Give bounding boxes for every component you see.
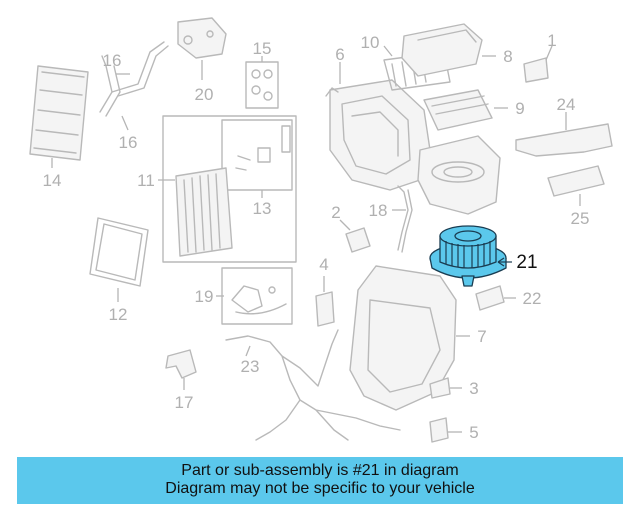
callout-21: 21 [516,252,537,273]
part-8-duct [401,23,496,77]
callout-5: 5 [469,423,478,442]
part-23-wiring-harness [225,329,401,441]
callout-10: 10 [361,33,380,52]
callout-16-lower: 16 [119,133,138,152]
part-10-duct-seal [383,45,451,91]
callout-25: 25 [571,209,590,228]
part-1-clip [523,45,553,83]
part-6-hvac-housing [325,62,431,191]
callout-12: 12 [109,305,128,324]
info-line-1: Part or sub-assembly is #21 in diagram [181,462,459,479]
info-line-2: Diagram may not be specific to your vehi… [165,480,475,497]
callout-16-upper: 16 [103,51,122,70]
part-16-tubes [99,41,169,131]
callout-14: 14 [43,171,62,190]
part-17-bracket [165,349,197,390]
callout-24: 24 [557,95,576,114]
callout-4: 4 [319,255,328,274]
part-12-filter-frame [89,217,149,302]
part-19-actuator-group [216,267,293,325]
part-4-bracket [315,276,335,327]
callout-2: 2 [331,203,340,222]
callout-7: 7 [477,327,486,346]
callout-6: 6 [335,45,344,64]
callout-1: 1 [547,31,556,50]
part-22-resistor [475,285,516,311]
callout-17: 17 [175,393,194,412]
part-21-blower-motor [429,225,512,287]
callout-19: 19 [195,287,214,306]
part-25-vent [547,165,605,206]
callout-13: 13 [253,199,272,218]
callout-8: 8 [503,47,512,66]
part-20-bracket [177,17,227,80]
callout-22: 22 [523,289,542,308]
callout-20: 20 [195,85,214,104]
callout-3: 3 [469,379,478,398]
blower-housing [417,135,501,215]
callout-labels: 1 2 3 4 5 6 7 8 9 10 11 12 13 14 15 16 1… [43,31,590,442]
part-24-duct [515,112,613,157]
part-3-clip [429,377,462,399]
part-7-lower-housing [349,265,470,411]
part-2-sensor [339,219,371,253]
callout-9: 9 [515,99,524,118]
part-18-hose [392,185,413,253]
info-banner: Part or sub-assembly is #21 in diagram D… [17,457,623,504]
part-15-fastener-kit [245,56,279,109]
part-14-heater-core [29,65,89,168]
part-9-cabin-filter [423,89,508,131]
callout-23: 23 [241,357,260,376]
callout-18: 18 [369,201,388,220]
part-5-clip [429,417,462,443]
part-11-evaporator-assembly [158,115,297,263]
callout-15: 15 [253,39,272,58]
callout-11: 11 [137,171,155,190]
